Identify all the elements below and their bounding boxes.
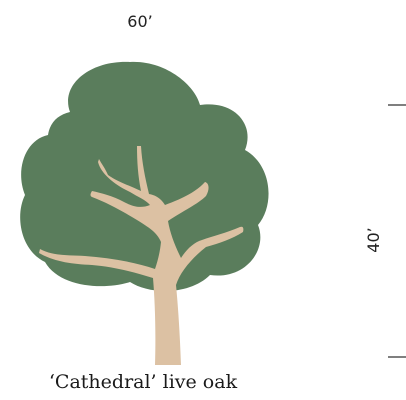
height-dimension-marker xyxy=(388,105,406,357)
height-dimension-label: 40’ xyxy=(364,220,384,260)
tree-caption: ‘Cathedral’ live oak xyxy=(20,370,266,394)
width-dimension-label: 60’ xyxy=(120,12,160,32)
